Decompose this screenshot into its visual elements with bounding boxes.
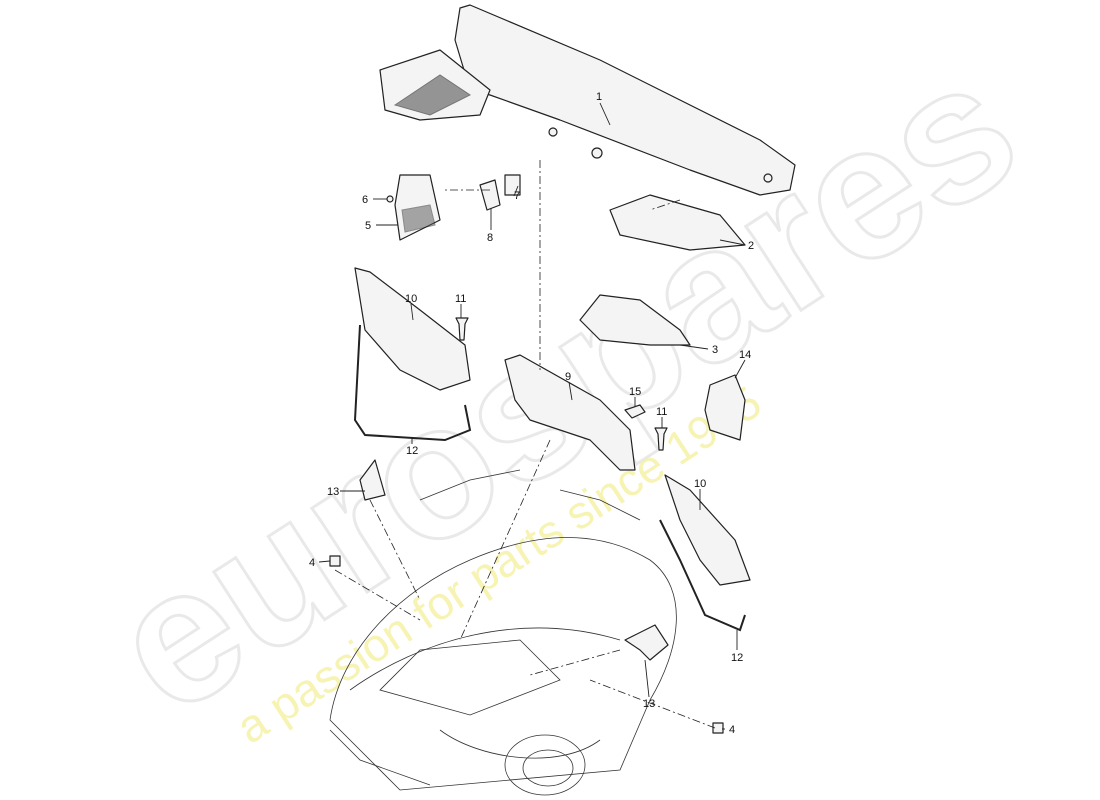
part-12-left-seal bbox=[353, 324, 472, 442]
callout-10-right: 10 bbox=[694, 478, 706, 490]
callout-4-top: 4 bbox=[309, 557, 315, 569]
callout-15: 15 bbox=[629, 386, 641, 398]
callout-1: 1 bbox=[596, 91, 602, 103]
part-10-left-panel bbox=[354, 267, 471, 391]
vehicle-outline bbox=[329, 469, 677, 796]
callout-4-bottom: 4 bbox=[729, 724, 735, 736]
part-6-nut bbox=[386, 195, 394, 203]
callout-13-left: 13 bbox=[327, 486, 339, 498]
callout-3: 3 bbox=[712, 344, 718, 356]
callout-11-right: 11 bbox=[656, 406, 667, 418]
callout-12-right: 12 bbox=[731, 652, 743, 664]
callout-10-left: 10 bbox=[405, 293, 417, 305]
part-13-bracket-left bbox=[359, 459, 386, 501]
part-14-cover bbox=[704, 374, 746, 441]
part-8-clip bbox=[479, 179, 501, 211]
part-5-mesh bbox=[401, 204, 436, 233]
part-10-right-panel bbox=[664, 474, 751, 586]
part-3-trim bbox=[579, 294, 691, 346]
leader-lines bbox=[318, 102, 746, 730]
part-4-clip-bottom bbox=[712, 722, 724, 734]
part-11-bolt-left bbox=[455, 317, 469, 341]
callout-14: 14 bbox=[739, 349, 751, 361]
part-1-cowl-panel bbox=[379, 4, 796, 196]
callout-9: 9 bbox=[565, 371, 571, 383]
part-13-bracket-right bbox=[624, 624, 669, 661]
part-4-clip-top bbox=[329, 555, 341, 567]
callout-labels: 1 2 3 4 4 5 6 7 8 9 10 10 11 11 12 12 13… bbox=[309, 91, 754, 736]
callout-2: 2 bbox=[748, 240, 754, 252]
callout-8: 8 bbox=[487, 232, 493, 244]
callout-12-left: 12 bbox=[406, 445, 418, 457]
callout-5: 5 bbox=[365, 220, 371, 232]
part-12-right-seal bbox=[659, 519, 746, 632]
callout-13-right: 13 bbox=[643, 698, 655, 710]
part-9-bracket bbox=[504, 354, 636, 471]
part-11-bolt-right bbox=[654, 427, 668, 451]
callout-11-left: 11 bbox=[455, 293, 466, 305]
callout-6: 6 bbox=[362, 194, 368, 206]
callout-7: 7 bbox=[514, 190, 520, 202]
